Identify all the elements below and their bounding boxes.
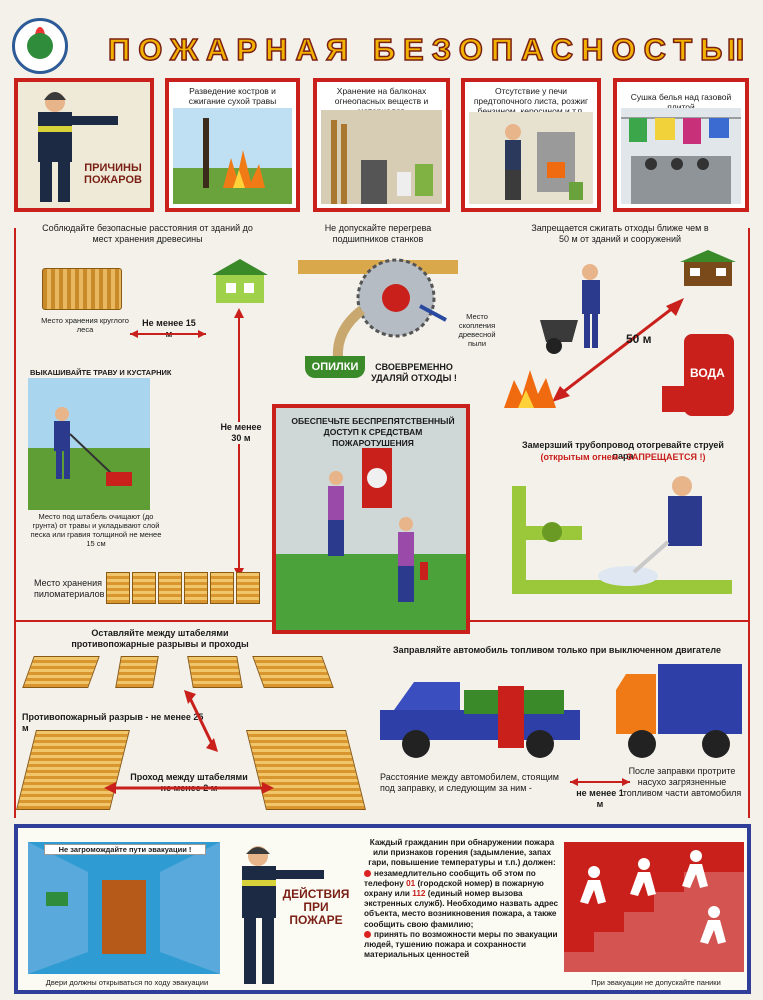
causes-label: ПРИЧИНЫ ПОЖАРОВ — [84, 162, 142, 186]
firefighter-pointing-icon — [242, 846, 324, 984]
gaps-note: Оставляйте между штабелями противопожарн… — [71, 628, 249, 649]
big-stack-right — [246, 730, 366, 810]
stack-1 — [22, 656, 100, 688]
min-1-label: не менее 1 м — [576, 788, 624, 809]
instructions: Каждый гражданин при обнаружении пожара … — [364, 838, 560, 960]
actions-title: ДЕЙСТВИЯ ПРИ ПОЖАРЕ — [282, 887, 350, 927]
cause-panel-1: Разведение костров и сжигание сухой трав… — [165, 78, 300, 212]
part-number: II — [726, 31, 745, 68]
grass-fire-icon — [173, 108, 292, 204]
pipe-note: Замерзший трубопровод отогревайте струей… — [522, 440, 724, 461]
fueling-distance: Расстояние между автомобилем, стоящим по… — [380, 772, 559, 793]
corridor-image: Не загромождайте пути эвакуации ! — [28, 842, 220, 974]
water-barrel-icon — [662, 334, 734, 416]
second-truck-icon — [616, 664, 742, 758]
distance-arrow-50 — [552, 298, 684, 402]
firefighter-pointing-icon — [38, 92, 118, 202]
bearing-note: Не допускайте перегрева подшипников стан… — [324, 223, 432, 244]
door-note: Двери должны открываться по ходу эвакуац… — [45, 978, 209, 987]
instruction-2: принять по возможности меры по эвакуации… — [364, 929, 558, 960]
cause-panel-3: Отсутствие у печи предтопочного листа, р… — [461, 78, 601, 212]
saw-machine-icon — [298, 258, 458, 359]
barrel-label: ВОДА — [690, 366, 725, 380]
lumber-label: Место хранения пиломатериалов — [34, 578, 105, 599]
worker-wheelbarrow-icon — [540, 264, 600, 354]
distance-note: Соблюдайте безопасные расстояния от здан… — [42, 223, 253, 244]
grass-note: Место под штабель очищают (до грунта) от… — [30, 512, 162, 548]
mowing-image — [28, 378, 150, 510]
extinguishing-access-panel: ОБЕСПЕЧЬТЕ БЕСПРЕПЯТСТВЕННЫЙ ДОСТУП К СР… — [272, 404, 470, 634]
gas-stove-laundry-icon — [621, 108, 741, 204]
min-30-label: Не менее 30 м — [216, 422, 266, 444]
pipe-warning: (открытым огнем - ЗАПРЕЩАЕТСЯ !) — [540, 452, 706, 462]
corridor-sign: Не загромождайте пути эвакуации ! — [44, 844, 206, 855]
cause-panel-2: Хранение на балконах огнеопасных веществ… — [313, 78, 450, 212]
dist-50-label: 50 м — [626, 332, 652, 346]
sawdust-cart: ОПИЛКИ — [305, 356, 365, 378]
fueling-note: Заправляйте автомобиль топливом только п… — [392, 645, 722, 655]
house-icon — [212, 259, 268, 303]
steam-pipe-icon — [512, 476, 732, 594]
building-icon — [680, 250, 736, 286]
cause-panel-4: Сушка белья над газовой плитой — [613, 78, 749, 212]
passage-arrow — [104, 782, 274, 794]
instruction-1: незамедлительно сообщить об этом по теле… — [364, 868, 559, 929]
dust-place-label: Место скопления древесной пыли — [458, 312, 496, 348]
wipe-note: После заправки протрите насухо загрязнен… — [622, 766, 742, 798]
big-stack-left — [16, 730, 130, 810]
panic-note: При эвакуации не допускайте паники — [591, 978, 721, 987]
round-wood-stack — [42, 268, 122, 310]
lumber-stacks — [106, 572, 260, 604]
frame-line-right — [748, 228, 750, 818]
frame-line-left — [14, 228, 16, 818]
distance-arrow-1 — [570, 778, 630, 786]
stack-4 — [252, 656, 334, 688]
burn-note: Запрещается сжигать отходы ближе чем в 5… — [531, 223, 709, 244]
grass-header: ВЫКАШИВАЙТЕ ТРАВУ И КУСТАРНИК — [30, 368, 172, 377]
access-title: ОБЕСПЕЧЬТЕ БЕСПРЕПЯТСТВЕННЫЙ ДОСТУП К СР… — [291, 416, 455, 448]
evacuation-image — [564, 842, 744, 972]
fire-icon — [504, 370, 556, 408]
publisher-logo — [12, 18, 68, 74]
fire-actions-box: Не загромождайте пути эвакуации ! Двери … — [14, 824, 751, 994]
round-wood-label: Место хранения круглого леса — [41, 316, 129, 334]
causes-panel: ПРИЧИНЫ ПОЖАРОВ — [14, 78, 154, 212]
instructions-intro: Каждый гражданин при обнаружении пожара … — [368, 838, 556, 868]
balcony-storage-icon — [321, 110, 442, 204]
distance-arrow-15 — [130, 330, 206, 338]
stove-fire-icon — [469, 112, 593, 204]
remove-waste: СВОЕВРЕМЕННО УДАЛЯЙ ОТХОДЫ ! — [371, 362, 457, 383]
firebreak-arrow — [184, 690, 218, 752]
page-title: ПОЖАРНАЯ БЕЗОПАСНОСТЬ — [107, 31, 731, 68]
firebreak-label: Противопожарный разрыв - не менее 25 м — [22, 712, 204, 733]
stack-3 — [187, 656, 243, 688]
stack-2 — [115, 656, 159, 688]
truck-at-pump-icon — [380, 682, 580, 758]
